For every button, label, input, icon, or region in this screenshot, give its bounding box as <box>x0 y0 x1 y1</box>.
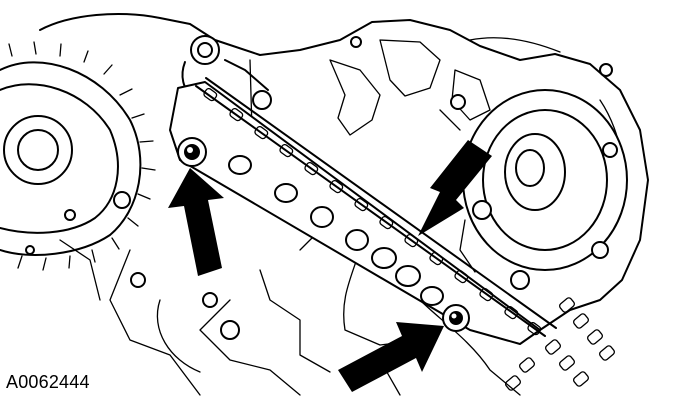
guide-holes <box>228 155 444 306</box>
lower-guide-bolt <box>442 304 470 332</box>
chain-guide <box>169 81 541 345</box>
lower-chain-run <box>505 297 615 391</box>
water-pump-pulley <box>459 89 628 290</box>
timing-chain <box>195 77 615 391</box>
upper-gear-stack <box>181 35 272 110</box>
figure-id-label: A0062444 <box>6 372 90 392</box>
engine-block-outline <box>25 13 649 396</box>
callout-arrow-chain <box>418 140 492 236</box>
left-sprocket <box>0 41 156 271</box>
upper-guide-bolt <box>177 137 207 167</box>
callout-arrow-lower-bolt <box>338 322 444 392</box>
callout-arrow-upper-bolt <box>168 168 224 276</box>
